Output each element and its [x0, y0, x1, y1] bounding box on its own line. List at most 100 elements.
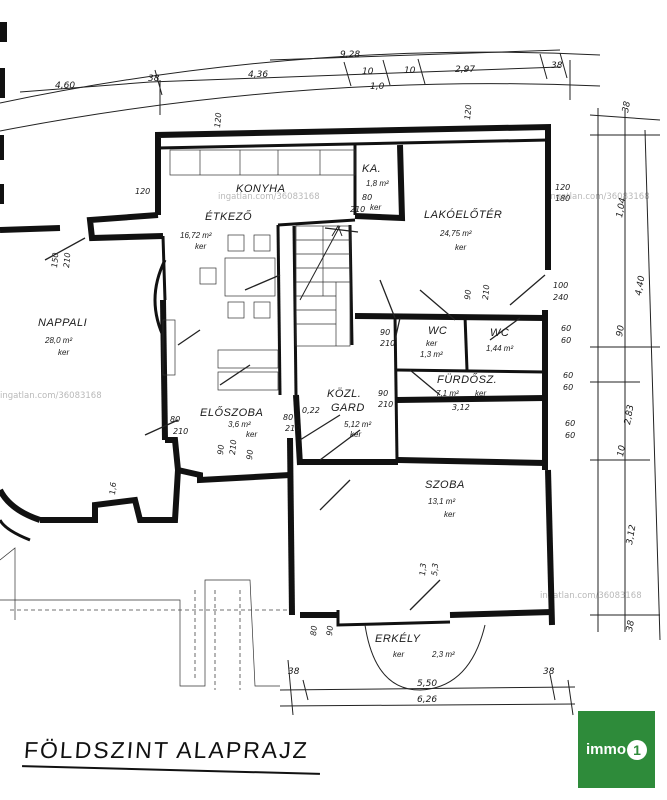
room-area: 1,3 m² — [420, 350, 443, 359]
dim-label: 3,12 — [625, 524, 638, 546]
dim-label: 38 — [551, 61, 563, 71]
dim-label: 1,0 — [370, 82, 385, 92]
dim-label: 38 — [625, 619, 637, 632]
room-area: 1,8 m² — [366, 179, 389, 188]
opening-label: 210 — [378, 400, 393, 409]
opening-label: 90 — [463, 289, 473, 300]
logo-mark: 1 — [627, 739, 647, 760]
opening-label: 180 — [555, 194, 570, 203]
room-name: FÜRDŐSZ. — [437, 372, 497, 386]
opening-label: 60 — [563, 383, 573, 392]
room-area: 16,72 m² — [180, 231, 212, 240]
logo-text: immo — [585, 741, 626, 758]
watermark: ingatlan.com/36083168 — [540, 591, 642, 601]
floor-word: ker — [350, 430, 361, 439]
opening-label: 90 — [325, 625, 335, 636]
opening-label: 210 — [62, 252, 72, 268]
terrace-outline — [0, 547, 290, 690]
opening-label: 90 — [216, 444, 226, 455]
opening-label: 210 — [285, 424, 300, 433]
room-area: 7,1 m² — [436, 389, 459, 398]
dim-label: 10 — [616, 444, 628, 457]
room-name: ELŐSZOBA — [200, 405, 263, 419]
dim-label: 10 — [404, 66, 416, 76]
floor-word: ker — [58, 348, 69, 357]
dim-label: 4,36 — [248, 70, 268, 80]
room-name: WC — [428, 325, 447, 337]
dim-label: 1,04 — [615, 197, 628, 219]
walls — [0, 123, 555, 627]
floor-word: ker — [426, 339, 437, 348]
opening-label: 3,12 — [452, 403, 470, 412]
opening-label: 240 — [553, 293, 568, 302]
opening-label: 60 — [565, 419, 575, 428]
dim-top-total: 9,28 — [340, 50, 360, 60]
opening-label: 1,3 — [418, 563, 428, 576]
room-area: 3,6 m² — [228, 420, 251, 429]
room-area: 13,1 m² — [428, 497, 455, 506]
opening-label: 210 — [228, 439, 238, 455]
floor-word: ker — [475, 389, 486, 398]
opening-label: 80 — [283, 413, 293, 422]
opening-label: 120 — [463, 104, 473, 120]
opening-label: 120 — [213, 112, 223, 128]
room-area: 28,0 m² — [44, 336, 72, 345]
room-name: KA. — [362, 163, 381, 175]
room-name: SZOBA — [425, 479, 465, 491]
dim-label: 4,40 — [634, 275, 647, 297]
room-area: 1,44 m² — [486, 344, 513, 353]
site-boundary — [0, 51, 601, 132]
dim-label: 4,60 — [55, 81, 75, 91]
floor-word: ker — [370, 203, 381, 212]
door-swings — [44, 227, 546, 611]
room-name: WC — [490, 327, 509, 339]
dimension-bottom: 38 5,50 6,26 38 — [279, 659, 576, 716]
floor-word: ker — [393, 650, 404, 659]
opening-label: 60 — [565, 431, 575, 440]
floor-word: ker — [455, 243, 466, 252]
opening-label: 1,6 — [108, 482, 118, 495]
opening-label: 80 — [309, 625, 319, 636]
floor-word: ker — [195, 242, 206, 251]
room-name: NAPPALI — [38, 317, 87, 329]
opening-label: 60 — [561, 324, 571, 333]
room-area: 24,75 m² — [439, 229, 472, 238]
living-bay — [0, 259, 167, 542]
opening-label: 210 — [350, 205, 365, 214]
room-name: KÖZL. — [327, 388, 361, 400]
opening-label: 90 — [378, 389, 388, 398]
room-name: KONYHA — [236, 183, 285, 195]
opening-label: 210 — [481, 284, 491, 300]
room-name: ÉTKEZŐ — [205, 209, 252, 223]
opening-label: 80 — [362, 193, 372, 202]
floor-word: ker — [444, 510, 455, 519]
scan-edge-marks — [0, 22, 7, 204]
dim-label: 90 — [615, 324, 627, 337]
dim-label: 2,97 — [455, 65, 475, 75]
watermark: ingatlan.com/36083168 — [548, 192, 650, 202]
opening-label: 210 — [173, 427, 188, 436]
dim-label: 38 — [543, 667, 555, 677]
opening-label: 60 — [563, 371, 573, 380]
opening-label: 90 — [380, 328, 390, 337]
dimension-top: 9,28 4,60 38 4,36 10 1,0 10 2,97 38 — [19, 49, 568, 96]
opening-label: 5,3 — [430, 563, 440, 576]
balcony-arc — [364, 624, 486, 691]
opening-label: 0,22 — [302, 406, 320, 415]
room-name: LAKÓELŐTÉR — [424, 207, 502, 221]
opening-label: 120 — [135, 187, 150, 196]
staircase — [295, 224, 351, 347]
opening-label: 150 — [50, 252, 60, 268]
room-name: ERKÉLY — [375, 632, 421, 645]
floor-word: ker — [246, 430, 257, 439]
room-area: 5,12 m² — [344, 420, 371, 429]
dimension-right: 38 1,04 4,40 90 2,83 10 3,12 38 — [589, 100, 661, 641]
opening-label: 80 — [170, 415, 180, 424]
opening-label: 60 — [561, 336, 571, 345]
dim-label: 5,50 — [417, 679, 437, 689]
opening-label: 90 — [245, 449, 255, 460]
kitchen-furniture — [162, 149, 356, 391]
